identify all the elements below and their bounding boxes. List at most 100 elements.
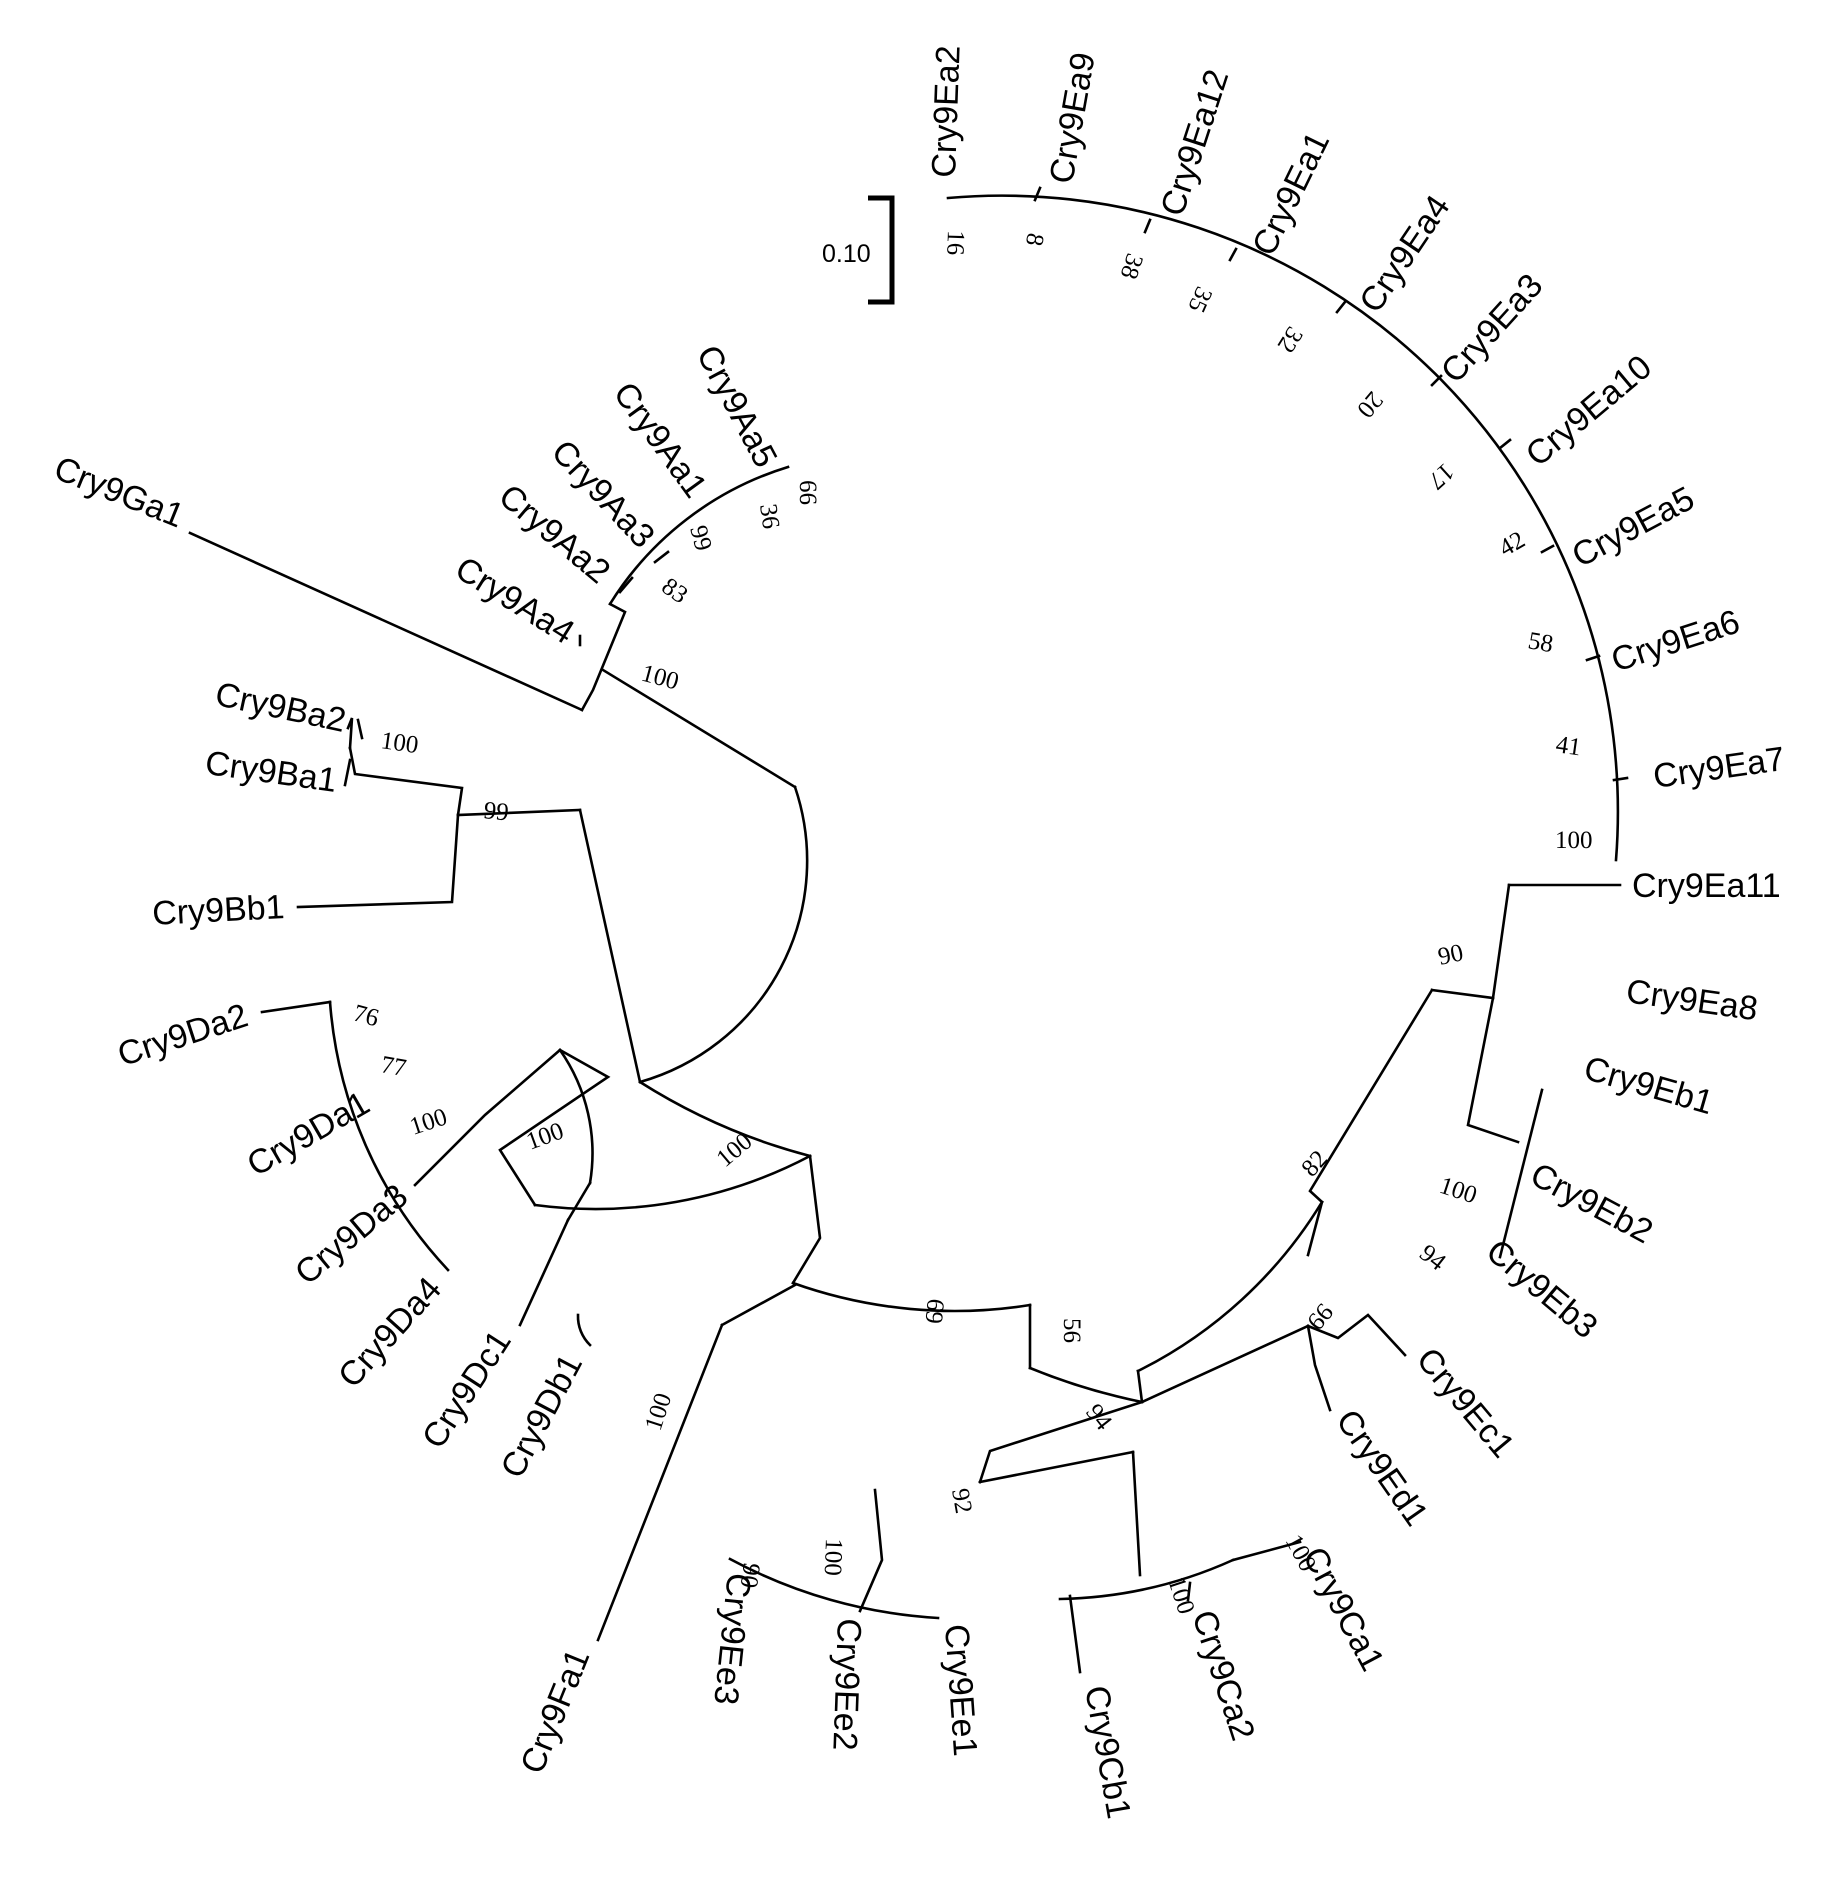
branch-ba-arc: [346, 717, 354, 750]
scale-bar-line: [868, 195, 895, 305]
support-value: 41: [1554, 731, 1583, 761]
taxon-label: Cry9Ea6: [1607, 603, 1745, 680]
taxon-label: Cry9Ea9: [1042, 50, 1102, 187]
taxon-label: Cry9Ea5: [1566, 479, 1701, 575]
branch-dc1: [518, 1218, 570, 1327]
branch-82-arc: [1136, 1200, 1324, 1373]
taxon-label: Cry9Db1: [494, 1348, 591, 1484]
branch-90-stem: [1430, 988, 1495, 1000]
taxon-labels: Cry9Ea2 Cry9Ea9 Cry9Ea12 Cry9Ea1 Cry9Ea4…: [49, 45, 1787, 1822]
support-value: 56: [1058, 1318, 1085, 1343]
support-value: 100: [1162, 1574, 1199, 1618]
support-value: 100: [1555, 827, 1593, 854]
taxon-label: Cry9Ee1: [937, 1623, 984, 1758]
taxon-label: Cry9Ea12: [1153, 65, 1236, 221]
branch-c-stem: [1131, 1450, 1142, 1577]
taxon-label: Cry9Ea7: [1651, 740, 1787, 796]
taxon-label: Cry9Dc1: [415, 1324, 519, 1456]
support-value: 99: [482, 797, 510, 826]
support-value: 99: [684, 523, 717, 554]
branch-82-stem: [1308, 988, 1434, 1204]
branch-99-stem: [1140, 1324, 1310, 1404]
branch-ag-arc: [638, 785, 809, 1084]
branch-ca2: [1186, 1581, 1192, 1602]
branch-tip-ea6: [1585, 654, 1601, 662]
taxon-label: Cry9Ea3: [1434, 267, 1551, 391]
taxon-label: Cry9Ee2: [825, 1618, 868, 1752]
taxon-label: Cry9Eb1: [1580, 1049, 1718, 1122]
branch-d-inner: [498, 1048, 611, 1207]
branch-tip-ea9: [1033, 186, 1042, 202]
taxon-label: Cry9Ea10: [1519, 348, 1659, 474]
support-value: 82: [1296, 1145, 1333, 1182]
support-value: 100: [523, 1117, 567, 1155]
branch-db1: [576, 1313, 592, 1347]
support-value: 83: [657, 573, 693, 609]
taxon-label: Cry9Ba2: [212, 675, 349, 740]
branch-69-arc: [791, 1281, 1032, 1313]
taxon-label: Cry9Eb3: [1479, 1232, 1605, 1346]
branch-a-arc: [608, 465, 790, 606]
branch-e-node: [858, 1488, 884, 1613]
branch-eb-stem: [1466, 996, 1520, 1144]
branch-tip-ea12: [1143, 218, 1152, 234]
branch-tip-ea10: [1498, 438, 1512, 450]
branch-56-stem: [1306, 1200, 1324, 1257]
branch-d-db: [558, 1048, 594, 1185]
branch-56-arc: [1028, 1366, 1144, 1404]
branch-cb1: [1068, 1594, 1082, 1674]
taxon-label: Cry9Ea2: [925, 45, 968, 179]
support-value: 20: [1351, 386, 1388, 423]
branch-trunk-up: [578, 808, 642, 1084]
taxon-label: Cry9Da4: [331, 1270, 449, 1395]
branch-c-arc: [1058, 1558, 1235, 1601]
branch-fa-node: [720, 1283, 797, 1327]
branch-eb-arc: [1498, 1088, 1544, 1259]
branch-b-stem: [296, 813, 460, 909]
branch-ga1: [188, 531, 584, 712]
branch-d-db-stem: [566, 1181, 592, 1222]
branch-a-node: [580, 602, 627, 712]
branch-tip-ea5: [1540, 544, 1555, 554]
taxon-label: Cry9Ea4: [1352, 189, 1457, 320]
support-value: 92: [946, 1486, 977, 1515]
support-value: 100: [407, 1103, 451, 1140]
branch-d-root: [791, 1154, 822, 1285]
support-value: 36: [754, 502, 784, 531]
taxon-label: Cry9Ea8: [1624, 972, 1760, 1028]
taxon-label: Cry9Cb1: [1077, 1683, 1138, 1822]
support-value: 35: [1182, 283, 1217, 317]
branch-aa3: [653, 550, 670, 564]
taxon-label: Cry9Aa1: [606, 375, 714, 504]
support-value: 8: [1020, 231, 1049, 248]
support-value: 100: [712, 1128, 758, 1173]
taxon-label: Cry9Aa4: [449, 549, 581, 651]
tree-branches: [188, 186, 1629, 1674]
support-value: 100: [1436, 1172, 1480, 1209]
taxon-label: Cry9Da3: [288, 1177, 415, 1292]
branch-ca-node: [1231, 1540, 1302, 1562]
support-value: 99: [1301, 1298, 1338, 1335]
branch-tip-ea1: [1228, 247, 1238, 262]
branch-ea-arc: [946, 194, 1620, 862]
support-value: 76: [350, 1000, 381, 1033]
taxon-label: Cry9Ec1: [1409, 1341, 1522, 1465]
scale-bar: 0.10: [822, 195, 895, 305]
branch-ba-node: [348, 746, 464, 817]
taxon-label: Cry9Ee3: [706, 1571, 758, 1707]
branch-fa1: [596, 1323, 724, 1642]
support-value: 94: [1080, 1399, 1117, 1436]
branch-ed: [1306, 1324, 1332, 1412]
taxon-label: Cry9Da1: [241, 1084, 376, 1184]
taxon-label: Cry9Ga1: [49, 449, 189, 535]
branch-d-arc: [533, 1154, 812, 1211]
branch-aa2: [618, 576, 634, 594]
taxon-label: Cry9Aa5: [689, 339, 785, 474]
branch-tip-ea3: [1430, 374, 1443, 387]
scale-bar-label: 0.10: [822, 240, 871, 268]
branch-92-link: [978, 1400, 1144, 1484]
branch-ag-stem: [601, 668, 797, 789]
taxon-label: Cry9Ea1: [1245, 126, 1337, 262]
branch-ee-arc: [728, 1557, 940, 1620]
